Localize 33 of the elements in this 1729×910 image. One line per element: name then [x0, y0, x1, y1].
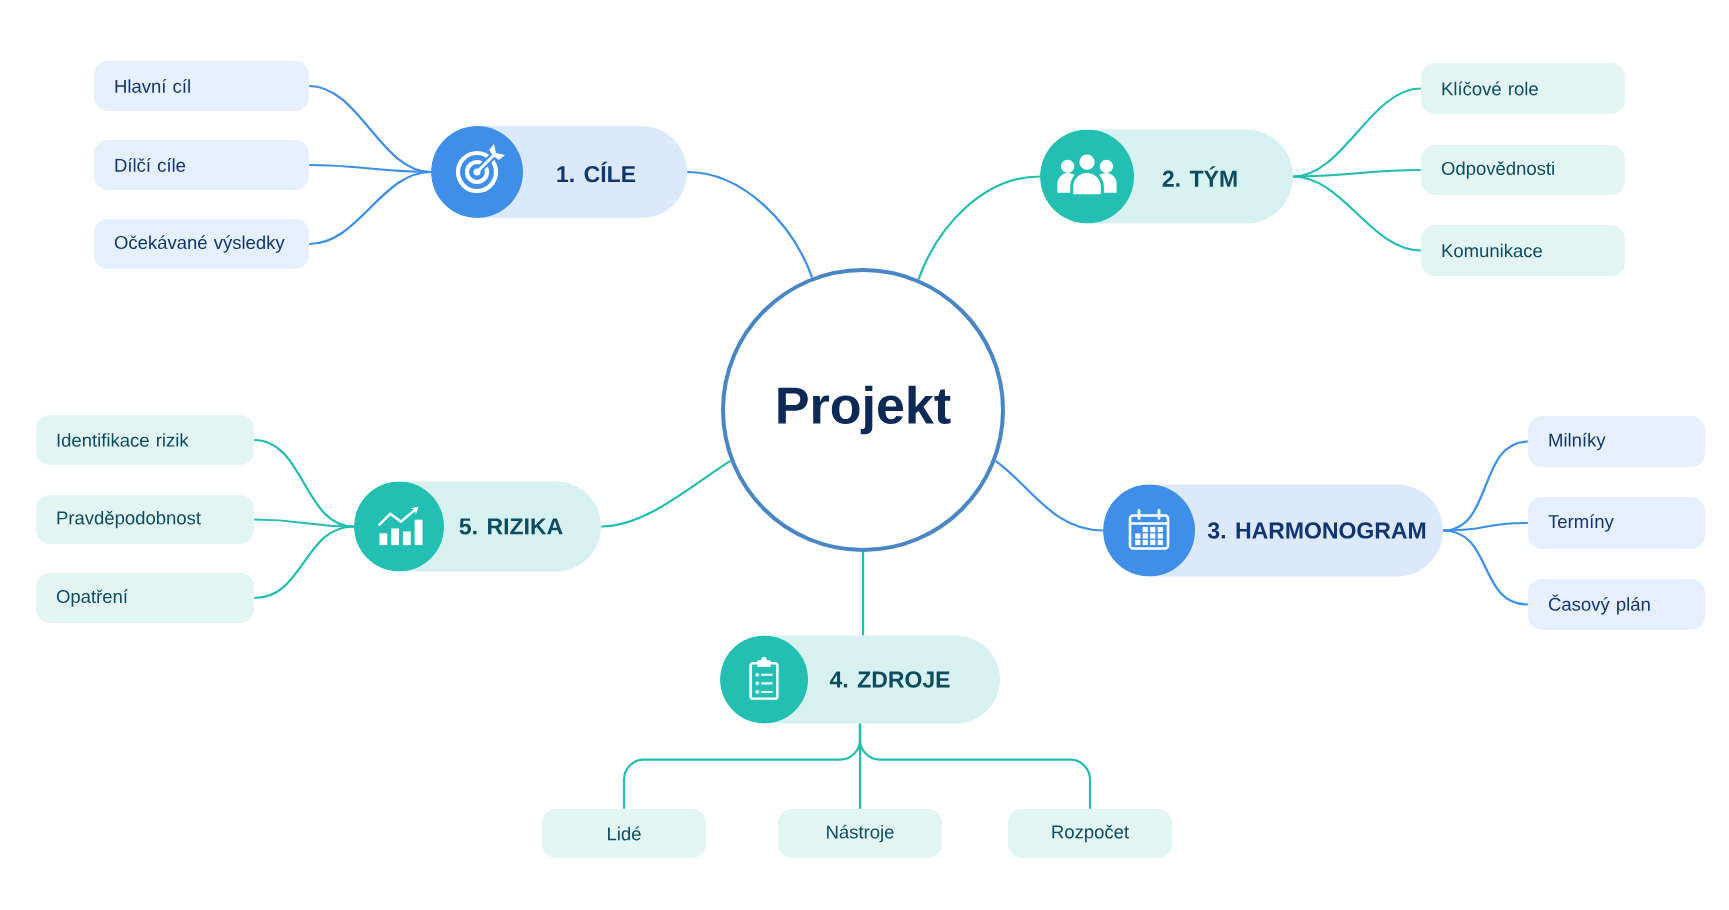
leaf-box: Hlavní cíl [94, 61, 309, 111]
branch-pill: 4. ZDROJE [720, 635, 1000, 724]
leaf-box: Očekávané výsledky [94, 219, 309, 269]
connector-line [254, 518, 354, 528]
connector-line [687, 170, 814, 278]
connector-line [1443, 521, 1528, 532]
leaf-box: Klíčové role [1421, 63, 1625, 114]
branch-pill: 1. CÍLE [431, 126, 687, 218]
connector-line [1293, 168, 1421, 178]
leaf-box: Termíny [1528, 497, 1705, 549]
connector-line [309, 170, 431, 246]
leaf-box: Komunikace [1421, 225, 1625, 276]
leaf-box: Opatření [36, 573, 254, 623]
leaf-box: Dílčí cíle [94, 140, 309, 190]
leaf-box: Milníky [1528, 416, 1705, 467]
connector-line [254, 525, 354, 600]
branch-pill: 2. TÝM [1040, 129, 1293, 224]
connector-line [994, 460, 1103, 532]
connector-line [601, 459, 732, 528]
connector-line [1293, 175, 1421, 252]
connector-line [1443, 529, 1528, 606]
leaf-box: Identifikace rizik [36, 415, 254, 465]
leaf-box: Pravděpodobnost [36, 495, 254, 544]
leaf-box: Odpovědnosti [1421, 145, 1625, 195]
branch-pill: 3. HARMONOGRAM [1103, 484, 1443, 577]
connector-line [861, 552, 865, 636]
leaf-box: Rozpočet [1008, 809, 1172, 858]
leaf-box: Nástroje [778, 809, 942, 858]
connector-line [858, 723, 1092, 809]
leaf-box: Časový plán [1528, 579, 1705, 630]
branch-pill: 5. RIZIKA [354, 481, 601, 572]
leaf-box: Lidé [542, 809, 706, 858]
connector-line [917, 175, 1040, 280]
